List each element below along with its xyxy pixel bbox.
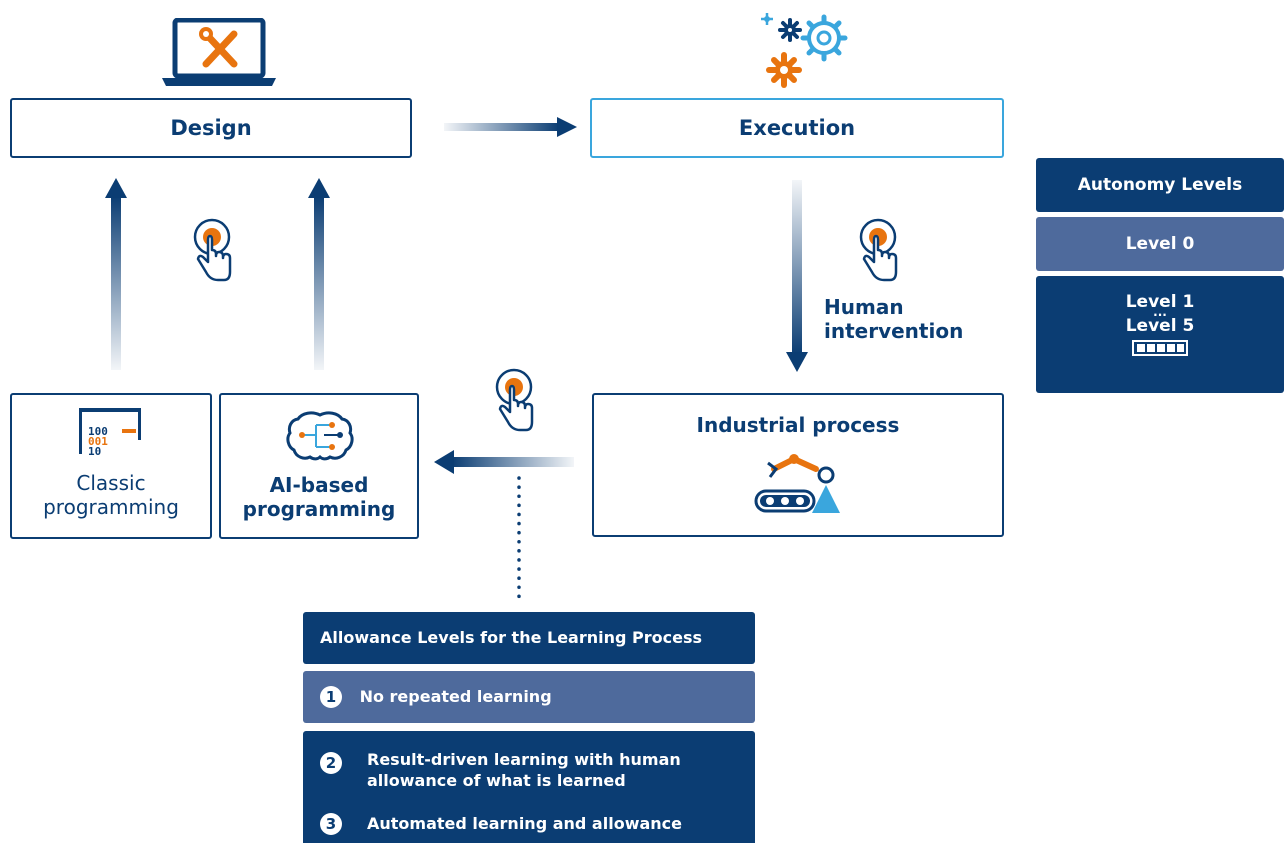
code-icon: 100 001 10	[79, 408, 141, 457]
ai-programming-label: AI-based programming	[242, 473, 396, 521]
arrow-down	[786, 180, 808, 372]
hand-tap-icon	[193, 218, 232, 282]
human-intervention-label: Human intervention	[824, 295, 964, 343]
gears-icon	[761, 13, 848, 88]
number-badge: 2	[320, 752, 342, 774]
autonomy-levels-header: Autonomy Levels	[1036, 158, 1284, 212]
classic-programming-label: Classic programming	[43, 471, 179, 519]
dotted-connector	[517, 476, 521, 604]
battery-icon	[1132, 340, 1188, 356]
arrow-left	[434, 450, 574, 474]
design-label: Design	[170, 116, 252, 140]
svg-text:100: 100	[88, 425, 108, 438]
number-badge: 1	[320, 686, 342, 708]
allowance-level-1: 1 No repeated learning	[303, 671, 755, 723]
svg-text:10: 10	[88, 445, 101, 457]
hand-tap-icon	[859, 218, 898, 282]
autonomy-level-1-5: Level 1 ... Level 5	[1036, 276, 1284, 393]
design-box: Design	[10, 98, 412, 158]
laptop-tools-icon	[162, 18, 276, 86]
number-badge: 3	[320, 813, 342, 835]
ai-programming-box: AI-based programming	[219, 393, 419, 539]
autonomy-level-0: Level 0	[1036, 217, 1284, 271]
robot-conveyor-icon	[754, 454, 840, 513]
arrow-up-classic	[105, 178, 127, 370]
arrow-up-ai	[308, 178, 330, 370]
execution-label: Execution	[738, 116, 856, 140]
allowance-levels-2-3: 2 Result-driven learning with human allo…	[303, 731, 755, 843]
arrow-right	[444, 117, 577, 137]
industrial-process-label: Industrial process	[696, 413, 900, 437]
allowance-levels-header: Allowance Levels for the Learning Proces…	[303, 612, 755, 664]
hand-tap-icon	[495, 368, 534, 432]
svg-text:001: 001	[88, 435, 108, 448]
brain-circuit-icon	[286, 411, 354, 461]
industrial-process-box: Industrial process	[592, 393, 1004, 537]
classic-programming-box: 100 001 10 Classic programming	[10, 393, 212, 539]
execution-box: Execution	[590, 98, 1004, 158]
